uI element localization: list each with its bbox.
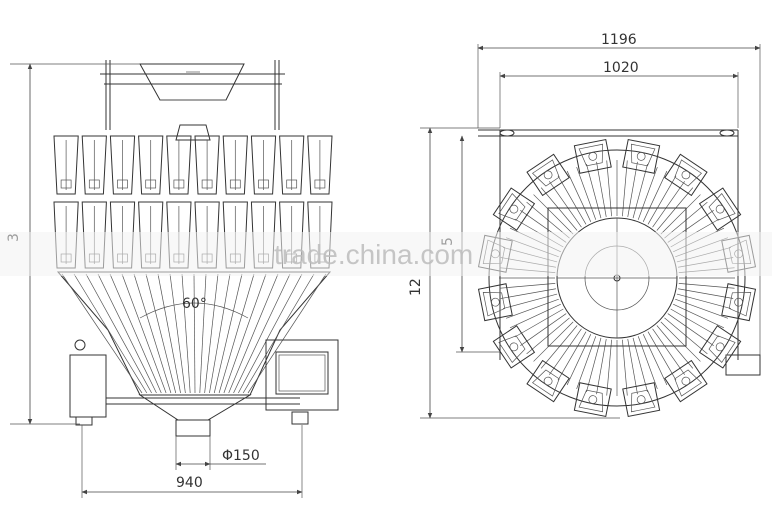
outer-bucket-ring (488, 149, 746, 407)
top-view: 1196 1020 12 5 (408, 32, 761, 419)
outlet-diameter-label: Φ150 (222, 448, 260, 464)
bucket (250, 135, 277, 195)
angle-arc (139, 302, 249, 319)
control-panel (265, 339, 339, 411)
bucket (573, 138, 612, 174)
bucket (698, 325, 742, 369)
bucket (307, 135, 333, 195)
control-box-top (725, 354, 761, 376)
top-inner-width-label: 1020 (603, 60, 639, 76)
top-overall-width-label: 1196 (601, 32, 637, 48)
bucket (53, 135, 79, 195)
bucket (622, 138, 661, 174)
bucket (526, 153, 570, 197)
watermark: trade.china.com (274, 239, 473, 270)
bucket (526, 359, 570, 403)
touch-screen (275, 351, 329, 395)
top-height-label: 12 (408, 278, 424, 296)
bucket (477, 283, 513, 322)
bucket (81, 135, 107, 195)
support-frame-square (547, 207, 687, 347)
bucket (109, 135, 136, 195)
hopper-angle-label: 60° (182, 296, 207, 312)
base-leg-left (69, 354, 107, 418)
bucket (721, 283, 757, 322)
outlet-pipe (175, 419, 211, 437)
top-feed-cone (139, 63, 245, 101)
watermark-band (0, 232, 772, 276)
bucket (279, 135, 305, 195)
feed-bucket-row (53, 135, 333, 195)
bucket (194, 135, 220, 195)
bucket (222, 135, 248, 195)
bucket (664, 153, 708, 197)
bucket (138, 135, 164, 195)
bucket (492, 187, 536, 231)
bucket (622, 382, 661, 418)
discharge-funnel (138, 394, 252, 421)
main-vibrator (175, 124, 211, 141)
bucket (664, 359, 708, 403)
bucket (698, 187, 742, 231)
adjust-knob (74, 339, 86, 351)
front-width-label: 940 (176, 475, 203, 491)
bucket (573, 382, 612, 418)
bucket (166, 135, 192, 195)
bucket (492, 325, 536, 369)
front-view: 60° 940 Φ150 3 (6, 60, 339, 498)
